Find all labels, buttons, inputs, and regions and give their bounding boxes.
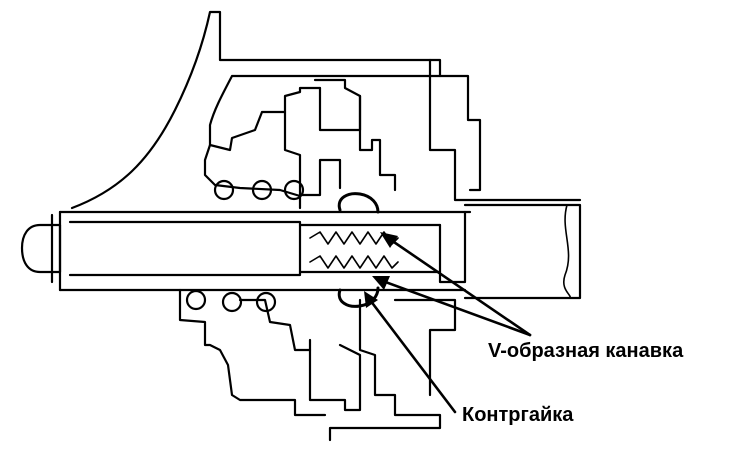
leader-locknut	[368, 298, 457, 414]
upper-housing-outline	[70, 10, 442, 210]
bore-sleeve	[298, 223, 442, 274]
upper-housing-inner	[208, 86, 322, 152]
arrowhead-groove-2	[372, 276, 390, 290]
upper-shaft-flange	[428, 58, 582, 202]
hole-upper-3	[283, 179, 305, 201]
lower-cap	[393, 298, 457, 397]
hole-lower-2	[221, 291, 243, 313]
shaft-break	[563, 204, 571, 299]
leader-groove-1	[386, 236, 532, 337]
v-groove-label: V-образная канавка	[488, 340, 684, 362]
bore-step	[438, 210, 467, 284]
leader-groove-2	[378, 278, 532, 337]
lower-gear	[328, 298, 442, 442]
arrowhead-locknut	[364, 291, 378, 308]
center-bore	[58, 210, 472, 292]
hole-upper-2	[251, 179, 273, 201]
upper-flange-block	[313, 78, 362, 132]
lower-housing-outline	[178, 288, 327, 417]
bolt-washer	[50, 210, 62, 292]
arrowhead-groove-1	[380, 232, 398, 248]
lower-flange-block	[308, 338, 362, 412]
spring-lower	[309, 255, 399, 269]
hole-upper-1	[213, 179, 235, 201]
locknut-label: Контргайка	[462, 404, 574, 426]
upper-cap	[438, 74, 482, 192]
lower-housing-inner	[238, 298, 312, 352]
upper-gear	[358, 94, 397, 192]
right-shaft	[463, 203, 582, 300]
upper-hub-step	[283, 110, 342, 197]
bolt-head	[20, 223, 62, 274]
hole-lower-3	[255, 291, 277, 313]
hole-lower-1	[185, 289, 207, 311]
bore-inner	[68, 220, 302, 277]
v-groove-upper	[337, 192, 380, 214]
